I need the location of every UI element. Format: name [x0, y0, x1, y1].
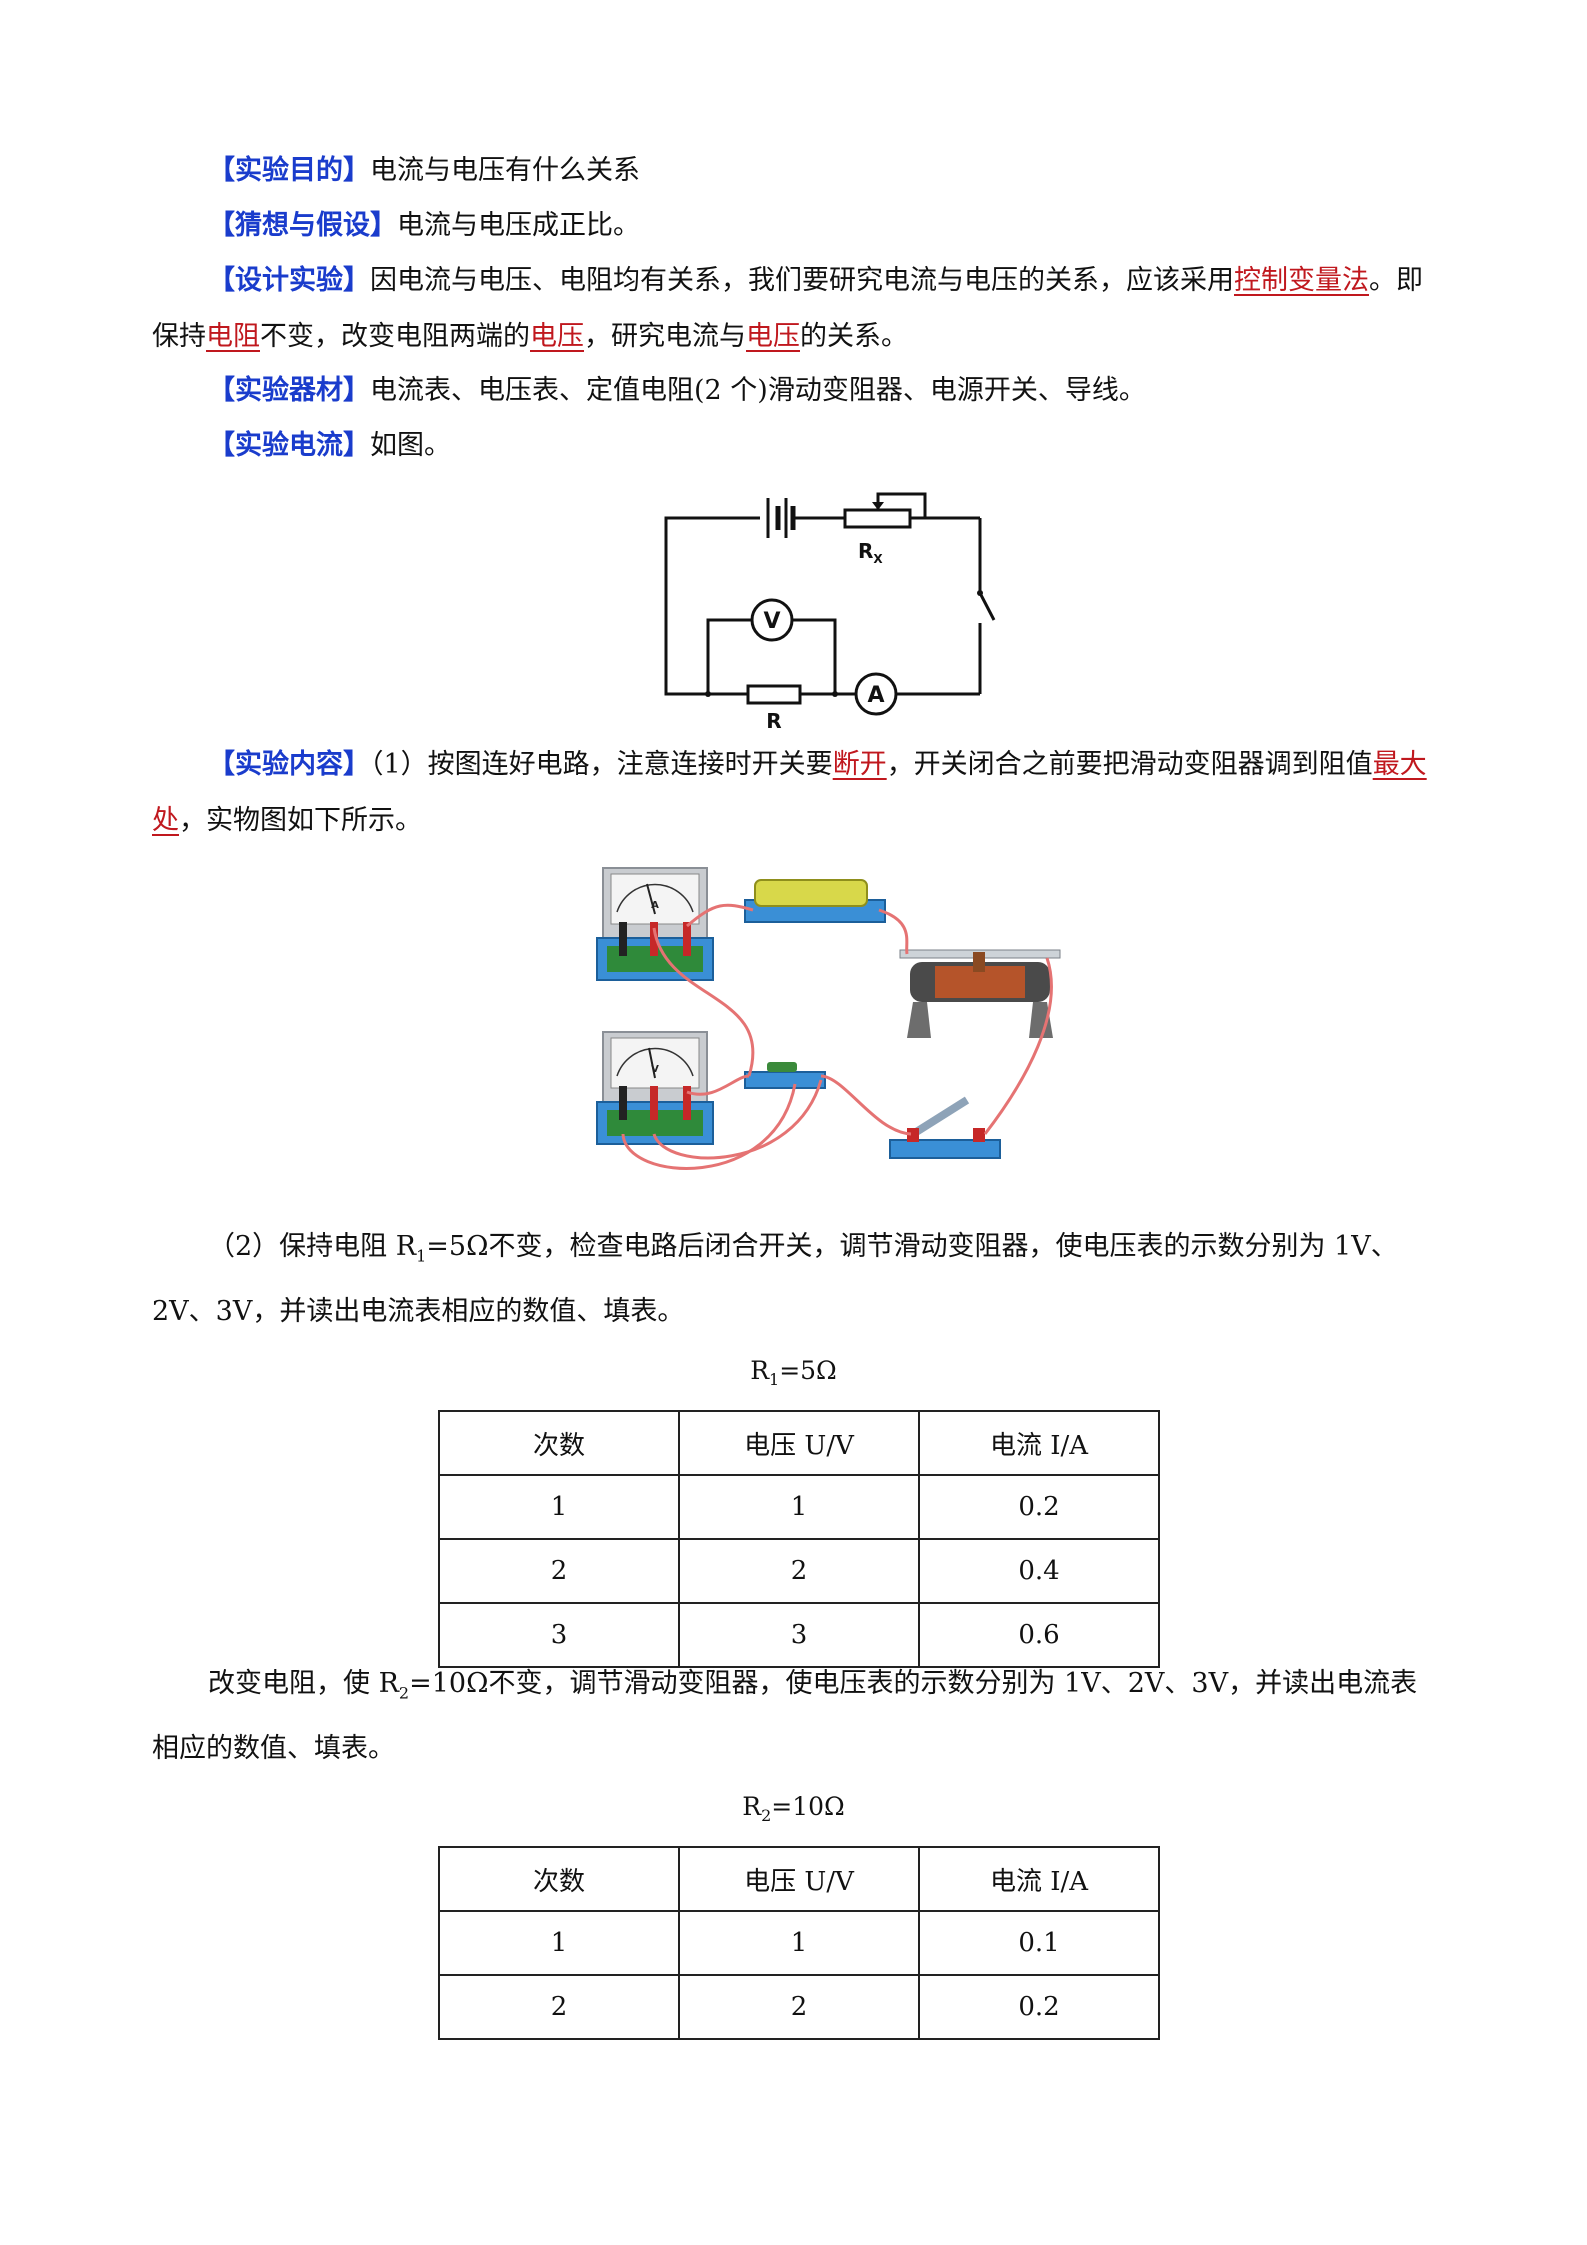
rheostat-device — [899, 949, 1061, 1038]
table-cell: 2 — [678, 1538, 920, 1604]
table-header-cell: 次数 — [438, 1410, 680, 1476]
equipment-paragraph: 【实验器材】电流表、电压表、定值电阻(2 个)滑动变阻器、电源开关、导线。 — [152, 363, 1442, 419]
table-cell: 2 — [438, 1974, 680, 2040]
design-label: 【设计实验】 — [208, 265, 370, 296]
design-answer-voltage-1: 电压 — [530, 321, 584, 352]
battery-holder — [744, 879, 886, 923]
rheostat-body — [843, 508, 912, 529]
battery-symbol — [766, 498, 796, 538]
content-answer-max: 最大处 — [152, 749, 1427, 836]
junction-left — [705, 691, 711, 697]
table-cell: 0.2 — [918, 1474, 1160, 1540]
design-paragraph: 【设计实验】因电流与电压、电阻均有关系，我们要研究电流与电压的关系，应该采用控制… — [152, 253, 1442, 365]
content-answer-open: 断开 — [832, 749, 887, 780]
table-row: 3 3 0.6 — [438, 1602, 1160, 1668]
wire-voltmeter-right — [793, 618, 837, 694]
voltmeter-symbol — [750, 598, 794, 642]
resistor-body — [746, 684, 802, 705]
purpose-text: 电流与电压有什么关系 — [370, 155, 640, 186]
hypothesis-label: 【猜想与假设】 — [208, 210, 397, 241]
table2: 次数 电压 U/V 电流 I/A 1 1 0.1 2 2 0.2 — [438, 1846, 1160, 2040]
table-header-row: 次数 电压 U/V 电流 I/A — [438, 1410, 1160, 1476]
connecting-wires — [621, 903, 1053, 1170]
content-text-1: （1）按图连好电路，注意连接时开关要 — [370, 749, 833, 780]
table-header-row: 次数 电压 U/V 电流 I/A — [438, 1846, 1160, 1912]
step3-text-1: 改变电阻，使 R — [208, 1668, 399, 1699]
design-text-2: 。即保持 — [152, 265, 1423, 352]
circuit-diagram: RX V R A — [664, 492, 996, 728]
circuit-label: 【实验电流】 — [208, 430, 370, 461]
equipment-label: 【实验器材】 — [208, 375, 370, 406]
design-answer-resistance: 电阻 — [206, 321, 260, 352]
junction-right — [832, 691, 838, 697]
table1-caption: R1=5Ω — [750, 1356, 837, 1389]
hypothesis-text: 电流与电压成正比。 — [397, 210, 640, 241]
step2-paragraph: （2）保持电阻 R1=5Ω不变，检查电路后闭合开关，调节滑动变阻器，使电压表的示… — [152, 1219, 1442, 1340]
design-answer-method: 控制变量法 — [1234, 265, 1369, 296]
table-header-cell: 电流 I/A — [918, 1410, 1160, 1476]
table-row: 2 2 0.4 — [438, 1538, 1160, 1604]
content-paragraph: 【实验内容】（1）按图连好电路，注意连接时开关要断开，开关闭合之前要把滑动变阻器… — [152, 737, 1442, 849]
rheostat-label: RX — [858, 539, 883, 566]
ammeter-device-label: A — [651, 900, 659, 911]
content-text-3: ，实物图如下所示。 — [179, 805, 422, 836]
table-row: 2 2 0.2 — [438, 1974, 1160, 2040]
purpose-label: 【实验目的】 — [208, 155, 370, 186]
table-cell: 0.4 — [918, 1538, 1160, 1604]
table-cell: 0.6 — [918, 1602, 1160, 1668]
table-cell: 2 — [438, 1538, 680, 1604]
wire-voltmeter-left — [706, 618, 752, 694]
circuit-text: 如图。 — [370, 430, 451, 461]
step2-text-1: （2）保持电阻 R — [208, 1231, 417, 1262]
content-text-2: ，开关闭合之前要把滑动变阻器调到阻值 — [886, 749, 1373, 780]
table-cell: 2 — [678, 1974, 920, 2040]
table-header-cell: 电压 U/V — [678, 1846, 920, 1912]
design-text-3: 不变，改变电阻两端的 — [260, 321, 530, 352]
design-text-1: 因电流与电压、电阻均有关系，我们要研究电流与电压的关系，应该采用 — [370, 265, 1234, 296]
step2-subscript: 1 — [416, 1246, 427, 1266]
wire-left — [664, 516, 760, 696]
switch-device — [889, 1096, 1001, 1159]
switch-lever — [978, 592, 996, 621]
table2-caption: R2=10Ω — [742, 1792, 845, 1825]
table-cell: 3 — [438, 1602, 680, 1668]
voltmeter-label: V — [763, 609, 780, 634]
circuit-paragraph: 【实验电流】如图。 — [152, 418, 1442, 474]
table-row: 1 1 0.1 — [438, 1910, 1160, 1976]
rheostat-arrow — [872, 502, 884, 510]
table-header-cell: 电流 I/A — [918, 1846, 1160, 1912]
equipment-text: 电流表、电压表、定值电阻(2 个)滑动变阻器、电源开关、导线。 — [370, 375, 1146, 406]
table-cell: 3 — [678, 1602, 920, 1668]
voltmeter-device-label: V — [651, 1064, 659, 1075]
table-header-cell: 电压 U/V — [678, 1410, 920, 1476]
table-cell: 0.1 — [918, 1910, 1160, 1976]
hypothesis-paragraph: 【猜想与假设】电流与电压成正比。 — [152, 198, 1442, 254]
resistor-label: R — [766, 709, 781, 728]
fixed-resistor-device — [744, 1062, 826, 1089]
table-cell: 1 — [438, 1474, 680, 1540]
step3-text-2: =10Ω不变，调节滑动变阻器，使电压表的示数分别为 1V、2V、3V，并读出电流… — [152, 1668, 1418, 1765]
table-cell: 1 — [678, 1910, 920, 1976]
table1: 次数 电压 U/V 电流 I/A 1 1 0.2 2 2 0.4 3 3 0.6 — [438, 1410, 1160, 1668]
switch-pivot — [977, 590, 983, 596]
design-text-4: ，研究电流与 — [584, 321, 746, 352]
table-cell: 0.2 — [918, 1974, 1160, 2040]
ammeter-label: A — [867, 683, 884, 708]
voltmeter-device: V — [596, 1031, 714, 1145]
table-header-cell: 次数 — [438, 1846, 680, 1912]
apparatus-illustration: A V — [596, 867, 1061, 1170]
content-label: 【实验内容】 — [208, 749, 370, 780]
table-cell: 1 — [678, 1474, 920, 1540]
step3-paragraph: 改变电阻，使 R2=10Ω不变，调节滑动变阻器，使电压表的示数分别为 1V、2V… — [152, 1656, 1442, 1777]
design-answer-voltage-2: 电压 — [746, 321, 800, 352]
table-cell: 1 — [438, 1910, 680, 1976]
table-row: 1 1 0.2 — [438, 1474, 1160, 1540]
step3-subscript: 2 — [398, 1683, 410, 1703]
ammeter-device: A — [596, 867, 714, 981]
ammeter-symbol — [854, 672, 898, 716]
step2-text-2: =5Ω不变，检查电路后闭合开关，调节滑动变阻器，使电压表的示数分别为 1V、2V… — [152, 1231, 1398, 1328]
design-text-5: 的关系。 — [800, 321, 908, 352]
purpose-paragraph: 【实验目的】电流与电压有什么关系 — [152, 143, 1442, 199]
